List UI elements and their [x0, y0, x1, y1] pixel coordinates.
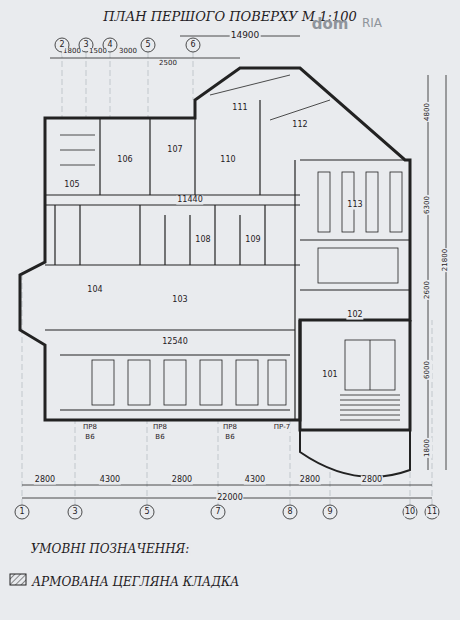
watermark: RIA — [361, 17, 383, 30]
plan-label: ПР8 — [222, 424, 238, 432]
legend-heading: УМОВНІ ПОЗНАЧЕННЯ: — [30, 543, 191, 556]
plan-label: 102 — [346, 311, 363, 320]
plan-label: 2800 — [34, 476, 56, 485]
plan-label: 108 — [194, 236, 211, 245]
plan-label: 4 — [106, 41, 113, 50]
plan-label: 10 — [404, 508, 416, 517]
plan-label: 7 — [214, 508, 221, 517]
plan-label: 1 — [18, 508, 25, 517]
plan-label: 104 — [86, 286, 103, 295]
plan-label: 5 — [144, 41, 151, 50]
plan-label: 2800 — [171, 476, 193, 485]
plan-label: ПР8 — [152, 424, 168, 432]
plan-label: 110 — [219, 156, 236, 165]
plan-label: 11 — [426, 508, 438, 517]
plan-label: 12540 — [161, 338, 188, 347]
plan-label: 22000 — [216, 494, 243, 503]
plan-label: 111 — [231, 104, 248, 113]
plan-label: 106 — [116, 156, 133, 165]
plan-label: 4300 — [244, 476, 266, 485]
plan-label: 3 — [71, 508, 78, 517]
plan-label: 3 — [82, 41, 89, 50]
legend-text: АРМОВАНА ЦЕГЛЯНА КЛАДКА — [32, 575, 239, 589]
plan-label: В6 — [224, 434, 235, 442]
plan-label: 6300 — [424, 195, 432, 215]
plan-label: 2 — [58, 41, 65, 50]
plan-label: 9 — [326, 508, 333, 517]
plan-label: 112 — [291, 121, 308, 130]
plan-label: 1500 — [88, 48, 108, 56]
plan-label: 103 — [171, 296, 188, 305]
plan-label: В6 — [84, 434, 95, 442]
plan-label: 6 — [189, 41, 196, 50]
legend-sample — [10, 574, 26, 585]
plan-label: 2600 — [424, 280, 432, 300]
plan-label: 4300 — [99, 476, 121, 485]
plan-label: 113 — [346, 201, 363, 210]
watermark: dom — [311, 16, 350, 33]
plan-label: 6000 — [424, 360, 432, 380]
plan-label: 21800 — [442, 248, 450, 272]
plan-label: 2500 — [158, 60, 178, 68]
plan-label: 101 — [321, 371, 338, 380]
plan-label: 8 — [286, 508, 293, 517]
plan-label: 109 — [244, 236, 261, 245]
plan-label: 5 — [143, 508, 150, 517]
plan-label: ПР-7 — [273, 424, 291, 432]
plan-label: 107 — [166, 146, 183, 155]
plan-label: 105 — [63, 181, 80, 190]
plan-label: 2800 — [361, 476, 383, 485]
plan-label: 4800 — [424, 102, 432, 122]
plan-label: 11440 — [176, 196, 203, 205]
plan-label: ПР8 — [82, 424, 98, 432]
plan-label: 2800 — [299, 476, 321, 485]
plan-label: В6 — [154, 434, 165, 442]
plan-label: 1800 — [424, 438, 432, 458]
plan-label: 3000 — [118, 48, 138, 56]
plan-label: 14900 — [230, 31, 261, 41]
